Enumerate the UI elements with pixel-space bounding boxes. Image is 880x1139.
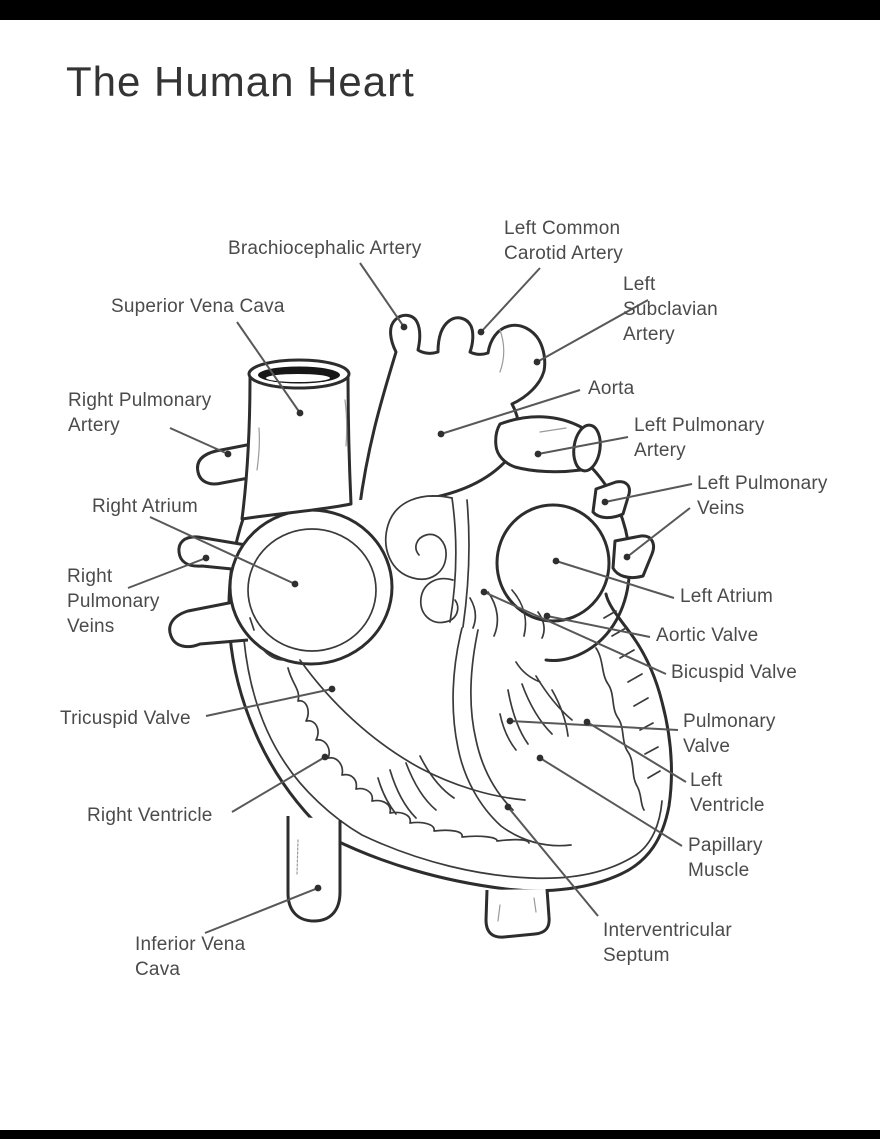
- label-left-common-carotid-artery: Left Common Carotid Artery: [504, 218, 623, 264]
- left-pulmonary-vein-lower-stub: [611, 534, 656, 580]
- inferior-vena-cava-tube: [286, 816, 342, 923]
- leader-dot-interventricular-septum: [504, 803, 512, 811]
- leader-dot-tricuspid-valve: [328, 685, 336, 693]
- right-atrium-inner-marks: [249, 617, 285, 661]
- label-right-atrium: Right Atrium: [92, 496, 198, 517]
- ivc-watermark-mark: [296, 839, 299, 875]
- leader-dot-right-pulmonary-artery: [224, 450, 232, 458]
- leader-aorta: [440, 389, 581, 435]
- leader-dot-right-atrium: [291, 580, 299, 588]
- pulmonary-root-curl: [384, 495, 453, 580]
- leader-dot-papillary-muscle: [536, 754, 544, 762]
- label-tricuspid-valve: Tricuspid Valve: [60, 708, 191, 729]
- lv-wall-hatch-marks: [603, 610, 661, 779]
- leader-superior-vena-cava: [236, 321, 301, 414]
- great-vessel-trunk-right-edge: [462, 499, 470, 628]
- bottom-vessel-stub: [484, 888, 551, 939]
- leader-dot-left-subclavian-artery: [533, 358, 541, 366]
- letterbox-bottom-bar: [0, 1130, 880, 1139]
- leader-right-pulmonary-veins: [127, 557, 207, 589]
- label-left-ventricle: Left Ventricle: [690, 770, 765, 816]
- leader-interventricular-septum: [507, 806, 599, 917]
- left-atrium: [495, 503, 611, 623]
- great-vessel-trunk-left-edge: [449, 497, 457, 623]
- leader-dot-left-ventricle: [583, 718, 591, 726]
- right-atrium-inner-wall: [247, 528, 377, 652]
- leader-left-pulmonary-veins: [604, 483, 693, 503]
- right-pulmonary-artery-stub: [196, 442, 255, 486]
- heart-body-outline: [227, 514, 673, 893]
- leader-dot-pulmonary-valve: [506, 717, 514, 725]
- label-bicuspid-valve: Bicuspid Valve: [671, 662, 798, 683]
- leader-dot-inferior-vena-cava: [314, 884, 322, 892]
- label-superior-vena-cava: Superior Vena Cava: [111, 296, 285, 317]
- superior-vena-cava-tube: [240, 372, 353, 521]
- leader-dot-right-ventricle: [321, 753, 329, 761]
- label-left-pulmonary-veins: Left Pulmonary Veins: [697, 473, 828, 519]
- leader-right-atrium: [149, 516, 296, 585]
- aortic-valve-marks: [537, 611, 545, 639]
- letterbox-top-bar: [0, 0, 880, 20]
- leader-dot-left-common-carotid-artery: [477, 328, 485, 336]
- leader-inferior-vena-cava: [204, 887, 319, 934]
- septum-outer-line: [452, 627, 572, 847]
- leader-aortic-valve: [546, 615, 651, 638]
- leader-left-common-carotid-artery: [480, 267, 541, 333]
- leader-left-ventricle: [586, 721, 687, 783]
- leader-left-atrium: [555, 560, 675, 599]
- leader-dot-aorta: [437, 430, 445, 438]
- left-ventricle-papillary-fan: [499, 661, 573, 751]
- label-left-subclavian-artery: Left Subclavian Artery: [623, 274, 718, 345]
- leader-tricuspid-valve: [205, 688, 333, 717]
- vessel-shading-marks: [256, 329, 567, 471]
- label-right-pulmonary-veins: Right Pulmonary Veins: [67, 566, 160, 637]
- lv-right-wall-jagged: [595, 647, 645, 811]
- leader-brachiocephalic-artery: [359, 262, 405, 328]
- leader-dot-left-pulmonary-artery: [534, 450, 542, 458]
- label-brachiocephalic-artery: Brachiocephalic Artery: [228, 238, 422, 259]
- leader-dot-aortic-valve: [543, 612, 551, 620]
- label-papillary-muscle: Papillary Muscle: [688, 835, 763, 881]
- label-aortic-valve: Aortic Valve: [656, 625, 759, 646]
- label-right-ventricle: Right Ventricle: [87, 805, 213, 826]
- leader-dot-left-pulmonary-veins: [623, 553, 631, 561]
- leader-lines: [127, 262, 693, 934]
- svc-opening-inner-light: [266, 374, 330, 382]
- label-inferior-vena-cava: Inferior Vena Cava: [135, 934, 246, 980]
- leader-left-pulmonary-artery: [537, 436, 629, 455]
- label-interventricular-septum: Interventricular Septum: [603, 920, 732, 966]
- left-pulmonary-vein-upper-stub: [591, 480, 631, 520]
- leader-right-ventricle: [231, 756, 326, 813]
- leader-bicuspid-valve: [483, 591, 667, 675]
- leader-right-pulmonary-artery: [169, 427, 229, 455]
- septum-inner-line: [470, 629, 514, 811]
- leader-dot-left-atrium: [552, 557, 560, 565]
- rv-inner-curve: [299, 659, 526, 801]
- right-ventricle-papillary-fan: [377, 755, 455, 819]
- leader-dot-bicuspid-valve: [480, 588, 488, 596]
- right-pulmonary-vein-lower-stub: [168, 598, 249, 649]
- leader-dot-superior-vena-cava: [296, 409, 304, 417]
- leader-dot-brachiocephalic-artery: [400, 323, 408, 331]
- label-right-pulmonary-artery: Right Pulmonary Artery: [68, 390, 212, 436]
- label-left-atrium: Left Atrium: [680, 586, 774, 607]
- leader-dot-left-pulmonary-veins: [601, 498, 609, 506]
- leader-papillary-muscle: [539, 757, 683, 847]
- right-atrium-outer-wall: [228, 508, 394, 666]
- leader-left-pulmonary-veins: [626, 507, 691, 558]
- aortic-root-curl: [420, 577, 459, 624]
- bottom-stub-marks: [497, 897, 537, 922]
- leader-dot-right-pulmonary-veins: [202, 554, 210, 562]
- page-title: The Human Heart: [66, 58, 415, 105]
- left-pulmonary-artery-tube: [494, 415, 588, 474]
- label-left-pulmonary-artery: Left Pulmonary Artery: [634, 415, 765, 461]
- leader-left-subclavian-artery: [536, 299, 649, 363]
- label-pulmonary-valve: Pulmonary Valve: [683, 711, 776, 757]
- heart-wall-inner-line: [241, 544, 663, 880]
- label-aorta: Aorta: [588, 378, 635, 399]
- rv-trabecular-wall: [287, 667, 530, 844]
